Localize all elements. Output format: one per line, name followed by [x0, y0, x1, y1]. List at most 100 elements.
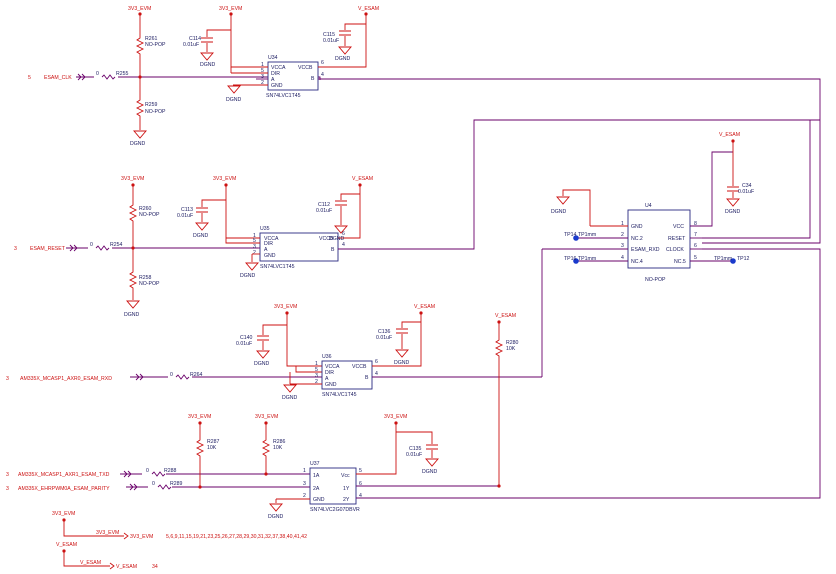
- r254-value: 0: [90, 242, 93, 248]
- power-legend: 3V3_EVM 3V3_EVM 3V3_EVM 5,6,9,11,15,19,2…: [52, 511, 307, 570]
- wire: [225, 185, 258, 244]
- u34-ic: [267, 61, 319, 91]
- wire: [356, 423, 397, 475]
- r254-resistor: [95, 245, 110, 251]
- r260-resistor: [128, 185, 138, 248]
- offpage-arrow: [109, 562, 115, 570]
- pin-label: VCC: [673, 224, 684, 230]
- dgnd-label: DGND: [226, 97, 242, 103]
- r261-value: NO-POP: [145, 42, 166, 48]
- esam-clk-block: 5 ESAM_CLK 0 R255 3V3_EVM R261 NO-POP R2…: [28, 6, 821, 244]
- pin-number: 2: [261, 80, 264, 86]
- wire: [372, 313, 422, 367]
- offpage-arrow: [129, 483, 138, 491]
- wire: [257, 66, 268, 74]
- pin-number: 6: [694, 243, 697, 249]
- ground-symbol: [334, 225, 348, 234]
- tp14-testpoint: [573, 235, 579, 241]
- pin-number: 5: [253, 238, 256, 244]
- power-vesam-label: V_ESAM: [495, 313, 516, 319]
- c136-value: 0.01uF: [376, 335, 392, 341]
- pin-label: ESAM_RXD: [631, 247, 660, 253]
- port-number: 5: [28, 75, 31, 81]
- esam-rxd-block: 3 AM335X_MCASP1_AXR0_ESAM_RXD 0 R264 3V3…: [6, 304, 542, 486]
- c114-capacitor: [201, 37, 213, 43]
- pin-label: A: [271, 77, 275, 83]
- pin-label: B: [311, 76, 315, 82]
- port-esam-clk: ESAM_CLK: [44, 75, 72, 81]
- pin-number: 4: [321, 72, 324, 78]
- pin-number: 2: [621, 232, 624, 238]
- esam-reset-block: 3 ESAM_RESET 0 R254 3V3_EVM R260 NO-POP …: [14, 119, 820, 318]
- dgnd-label: DGND: [725, 209, 741, 215]
- r254-ref: R254: [110, 242, 123, 248]
- u37-ic: [309, 467, 357, 505]
- pin-number: 3: [315, 373, 318, 379]
- wire: [289, 372, 322, 385]
- pin-label: NC.5: [674, 259, 686, 265]
- pin-number: 1: [315, 361, 318, 367]
- pin-number: 1: [621, 221, 624, 227]
- c112-ref: C112: [318, 202, 330, 208]
- dgnd-label: DGND: [282, 395, 298, 401]
- pin-number: 3: [261, 74, 264, 80]
- ground-symbol: [338, 46, 352, 55]
- r280-resistor: [494, 322, 504, 486]
- r259-resistor: [135, 77, 145, 130]
- r258-resistor: [128, 248, 138, 300]
- pin-label: 1Y: [343, 486, 350, 492]
- power-3v3-label: 3V3_EVM: [384, 414, 407, 420]
- ground-symbol: [133, 130, 147, 139]
- c34-capacitor: [727, 141, 739, 198]
- pin-label: VCCA: [264, 236, 279, 242]
- offpage-arrow: [69, 244, 78, 252]
- tp16-value: TP1mm: [578, 256, 596, 262]
- pin-label: RESET: [668, 236, 686, 242]
- net-esam-clk-b: [318, 78, 821, 244]
- pin-label: A: [325, 376, 329, 382]
- tp12-value: TP1mm: [714, 256, 732, 262]
- pin-number: 2: [303, 493, 306, 499]
- r264-value: 0: [170, 372, 173, 378]
- pin-label: DIR: [325, 370, 334, 376]
- pin-label: GND: [631, 224, 643, 230]
- r260-ref: R260: [139, 206, 152, 212]
- r288-ref: R288: [164, 468, 177, 474]
- r264-resistor: [175, 374, 190, 380]
- pin-number: 5: [359, 468, 362, 474]
- r289-resistor: [157, 484, 172, 490]
- pin-label: DIR: [264, 241, 273, 247]
- power-3v3-label: 3V3_EVM: [255, 414, 278, 420]
- c112-value: 0.01uF: [316, 208, 332, 214]
- u4-esam-block: U4 NO-POP GND NC.2 ESAM_RXD NC.4 VCC RES…: [541, 132, 754, 377]
- r287-resistor: [195, 423, 205, 487]
- pin-number: 2: [315, 379, 318, 385]
- net-reset-u4: [702, 120, 811, 239]
- pin-number: 4: [375, 371, 378, 377]
- r255-resistor: [101, 74, 116, 80]
- legend-vesam-page-refs: 34: [152, 564, 158, 570]
- dgnd-label: DGND: [335, 56, 351, 62]
- u4-ref: U4: [645, 203, 652, 209]
- port-rxd: AM335X_MCASP1_AXR0_ESAM_RXD: [20, 376, 112, 382]
- wire: [338, 185, 361, 239]
- pin-label: B: [365, 375, 369, 381]
- c135-capacitor: [396, 431, 438, 458]
- r280-ref: R280: [506, 340, 519, 346]
- wire: [258, 237, 260, 244]
- c115-ref: C115: [323, 32, 335, 38]
- port-number: 3: [6, 472, 9, 478]
- wire: [63, 551, 110, 567]
- r264-ref: R264: [190, 372, 203, 378]
- port-parity: AM335X_EHRPWM0A_ESAM_PARITY: [18, 486, 110, 492]
- pin-label: B: [331, 247, 335, 253]
- pin-number: 6: [321, 60, 324, 66]
- pin-label: 2Y: [343, 497, 350, 503]
- ground-symbol: [195, 222, 209, 231]
- offpage-arrow: [77, 73, 86, 81]
- c140-value: 0.01uF: [236, 341, 252, 347]
- wire: [230, 67, 257, 74]
- r287-value: 10K: [207, 445, 217, 451]
- r287-ref: R287: [207, 439, 220, 445]
- pin-number: 4: [342, 242, 345, 248]
